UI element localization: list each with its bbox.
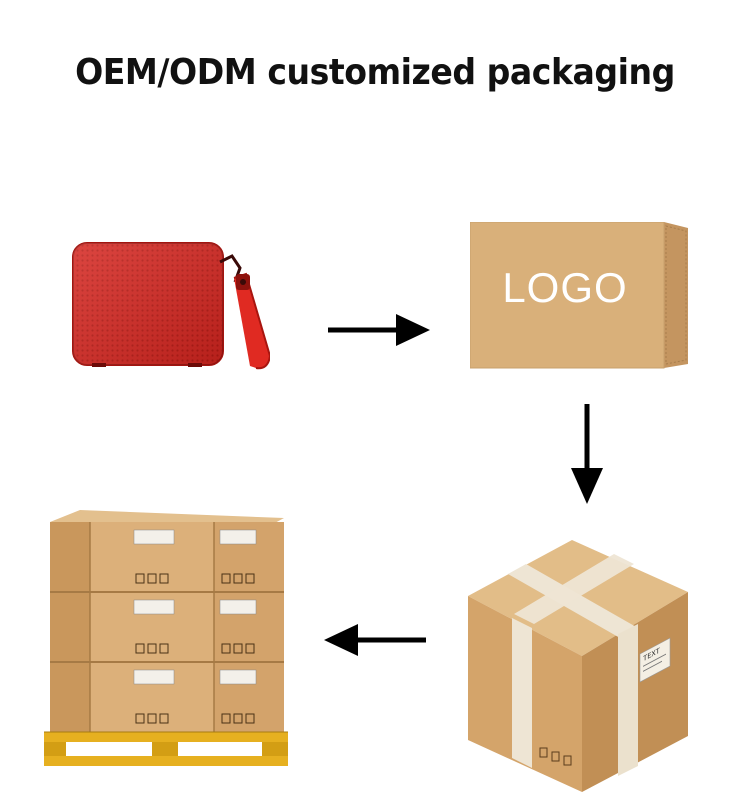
left-arrow-icon: [322, 620, 428, 664]
right-arrow-icon: [326, 310, 432, 354]
down-arrow-icon: [567, 402, 607, 510]
sealed-box-image: TEXT: [462, 534, 692, 794]
logo-box-image: LOGO: [470, 222, 690, 370]
speaker-image: [70, 238, 272, 378]
page-title: OEM/ODM customized packaging: [75, 52, 675, 93]
logo-label: LOGO: [502, 264, 628, 311]
pallet-image: [40, 508, 290, 770]
